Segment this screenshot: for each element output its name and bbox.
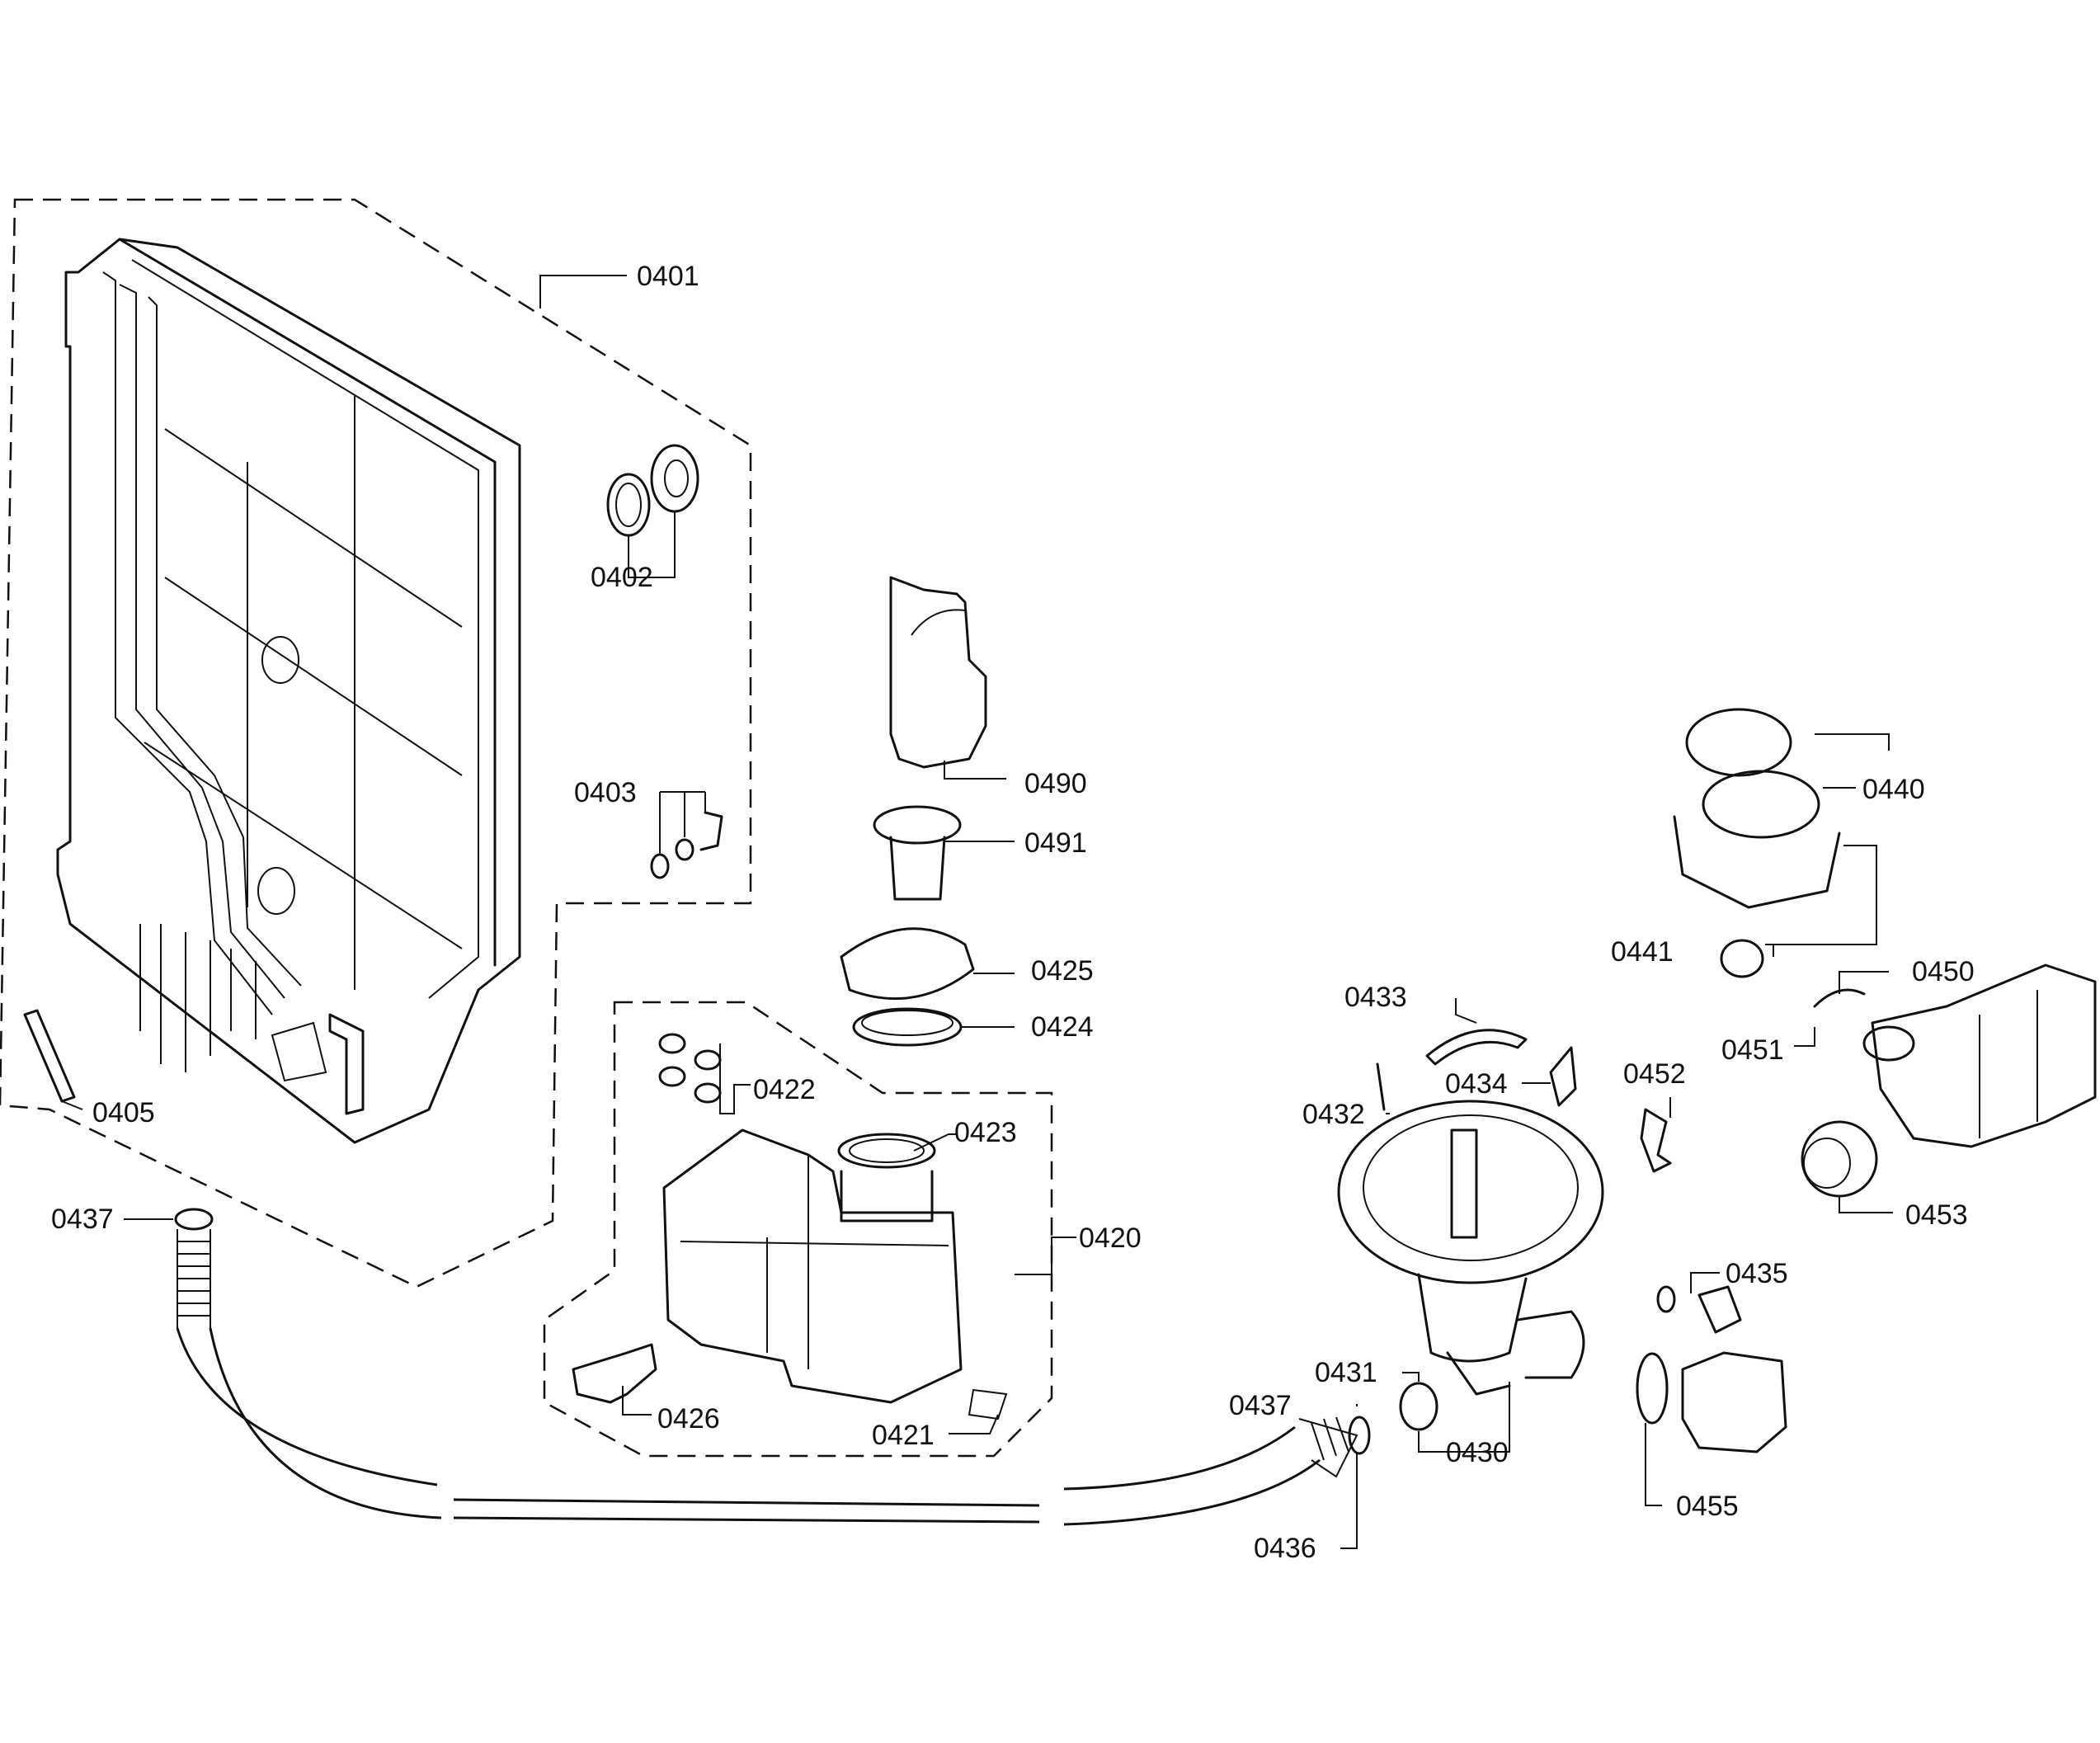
label-0435: 0435 (1726, 1258, 1788, 1289)
label-0450: 0450 (1912, 956, 1975, 987)
dosage-unit-0420-illustration (662, 1128, 1008, 1420)
drain-pump-0455-illustration (1636, 1285, 1787, 1453)
label-0433: 0433 (1344, 982, 1407, 1013)
label-0420: 0420 (1079, 1222, 1142, 1254)
group-boundary-door (0, 198, 752, 1288)
label-0403: 0403 (574, 777, 637, 808)
pump-0440-illustration (1673, 708, 1841, 978)
label-0423: 0423 (954, 1117, 1017, 1148)
label-0441: 0441 (1611, 936, 1674, 968)
valve-0426-illustration (572, 1343, 657, 1404)
label-0405: 0405 (92, 1097, 155, 1128)
label-0432: 0432 (1302, 1099, 1365, 1130)
cap-0425-illustration (840, 927, 975, 1001)
label-0453: 0453 (1905, 1199, 1968, 1231)
heat-pump-0450-illustration (1801, 963, 2097, 1198)
funnel-insert-0491-illustration (873, 805, 962, 901)
label-0491: 0491 (1024, 827, 1087, 859)
label-0421: 0421 (872, 1420, 935, 1451)
seals-0422-illustration (658, 1033, 722, 1104)
label-0431: 0431 (1315, 1357, 1377, 1388)
label-0437-right: 0437 (1229, 1390, 1292, 1421)
label-0490: 0490 (1024, 768, 1087, 799)
label-0455: 0455 (1676, 1491, 1739, 1522)
label-0436: 0436 (1254, 1533, 1316, 1564)
label-0430: 0430 (1446, 1437, 1509, 1468)
label-0437-left: 0437 (51, 1204, 114, 1235)
ring-0424-illustration (852, 1007, 963, 1047)
seal-0402-illustration (606, 444, 699, 537)
parts-0403-illustration (650, 811, 723, 879)
label-0451: 0451 (1721, 1034, 1784, 1066)
label-0422: 0422 (753, 1074, 816, 1105)
label-0425: 0425 (1031, 955, 1094, 987)
clip-0405-illustration (23, 1009, 76, 1103)
sump-0430-illustration (1337, 1100, 1604, 1396)
label-0434: 0434 (1445, 1068, 1508, 1100)
label-0402: 0402 (591, 562, 653, 593)
leader-lines (61, 275, 1893, 1549)
group-boundary-dosage (543, 1001, 1053, 1458)
label-0440: 0440 (1862, 774, 1925, 805)
label-0452: 0452 (1623, 1058, 1686, 1090)
label-0401: 0401 (637, 261, 699, 292)
label-0424: 0424 (1031, 1011, 1094, 1043)
label-0426: 0426 (657, 1403, 720, 1434)
small-parts-illustration (1376, 1029, 1672, 1431)
drain-hose-illustration (174, 1208, 1371, 1526)
funnel-0490-illustration (889, 576, 987, 769)
door-panel-illustration (56, 238, 521, 1144)
